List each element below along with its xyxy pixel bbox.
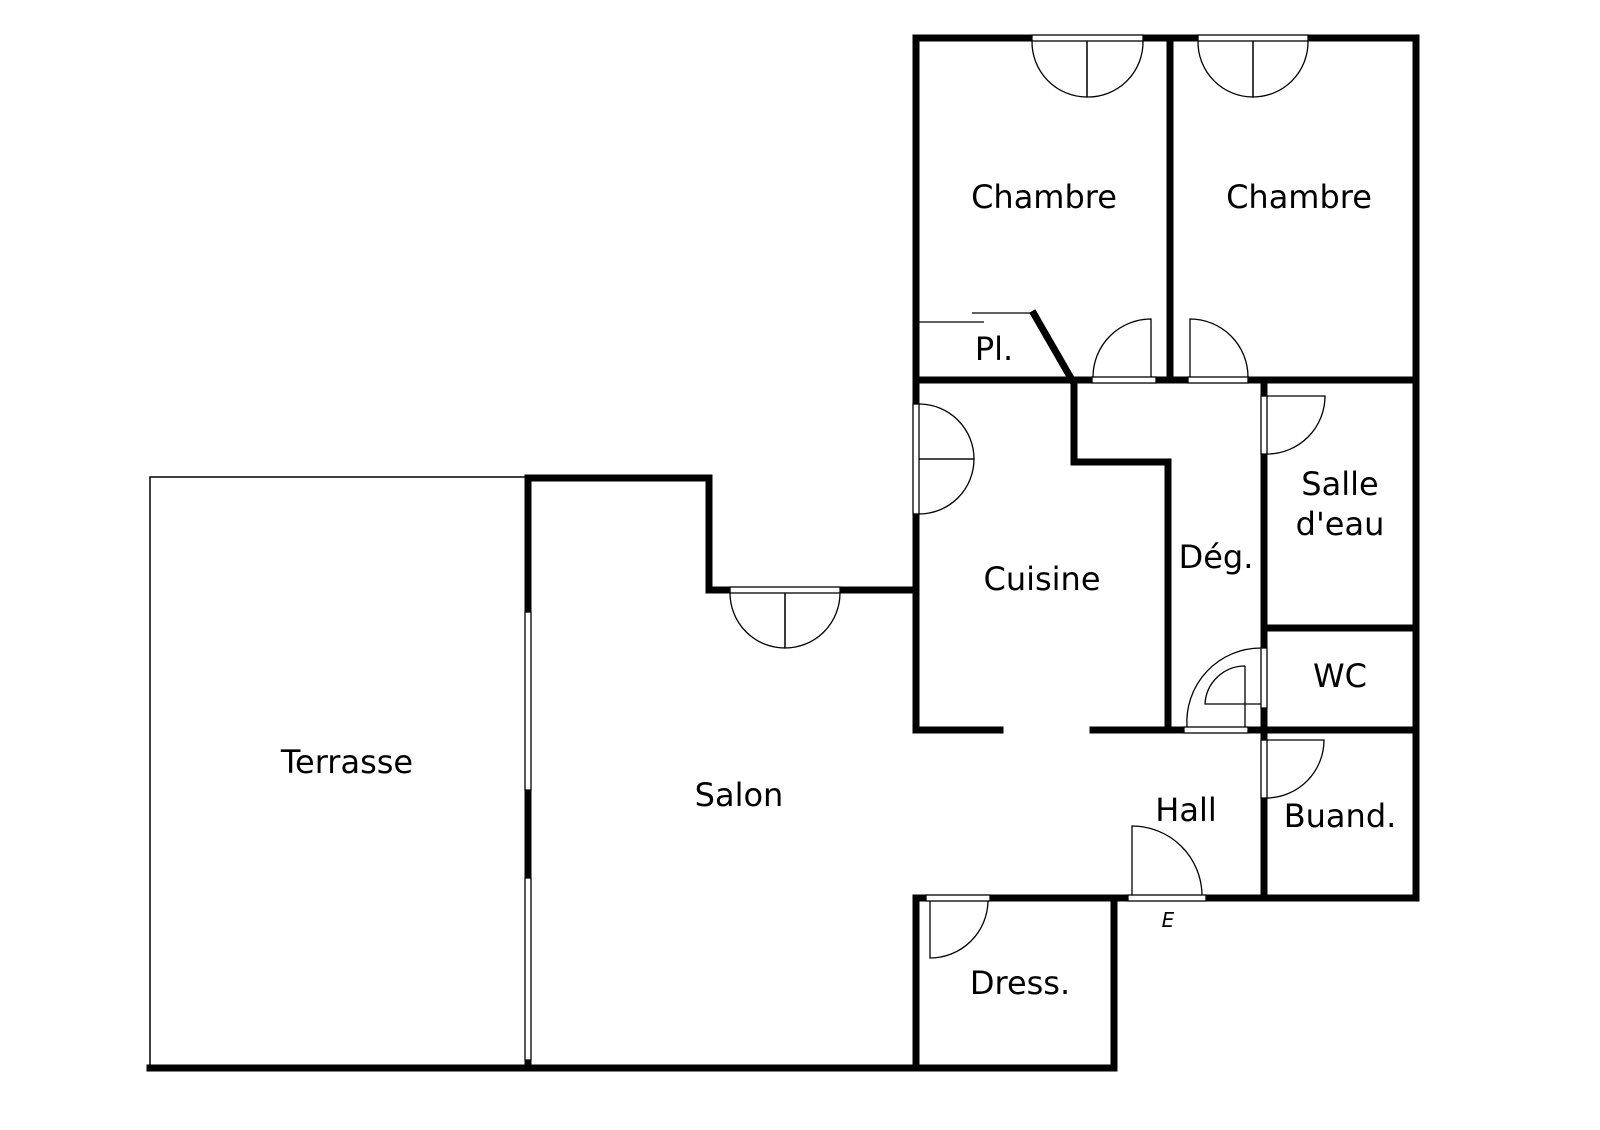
room-label-hall: Hall bbox=[1155, 791, 1217, 829]
room-label-salle-eau-line2: d'eau bbox=[1295, 505, 1385, 543]
room-label-chambre-2: Chambre bbox=[1226, 178, 1372, 216]
room-label-placard: Pl. bbox=[974, 330, 1014, 368]
doors bbox=[729, 40, 1326, 959]
room-label-salon: Salon bbox=[694, 776, 784, 814]
room-label-terrasse: Terrasse bbox=[280, 743, 414, 781]
entrance-marker: E bbox=[1161, 908, 1175, 932]
room-label-salle-eau: Salle d'eau bbox=[1296, 464, 1385, 544]
room-label-chambre-1: Chambre bbox=[971, 178, 1117, 216]
room-label-buanderie: Buand. bbox=[1283, 797, 1397, 835]
openings bbox=[524, 34, 1309, 1061]
room-label-degagement: Dég. bbox=[1178, 538, 1254, 576]
room-label-wc: WC bbox=[1313, 657, 1367, 695]
room-label-dressing: Dress. bbox=[969, 964, 1071, 1002]
room-label-cuisine: Cuisine bbox=[983, 560, 1101, 598]
room-label-salle-eau-line1: Salle bbox=[1301, 465, 1379, 503]
